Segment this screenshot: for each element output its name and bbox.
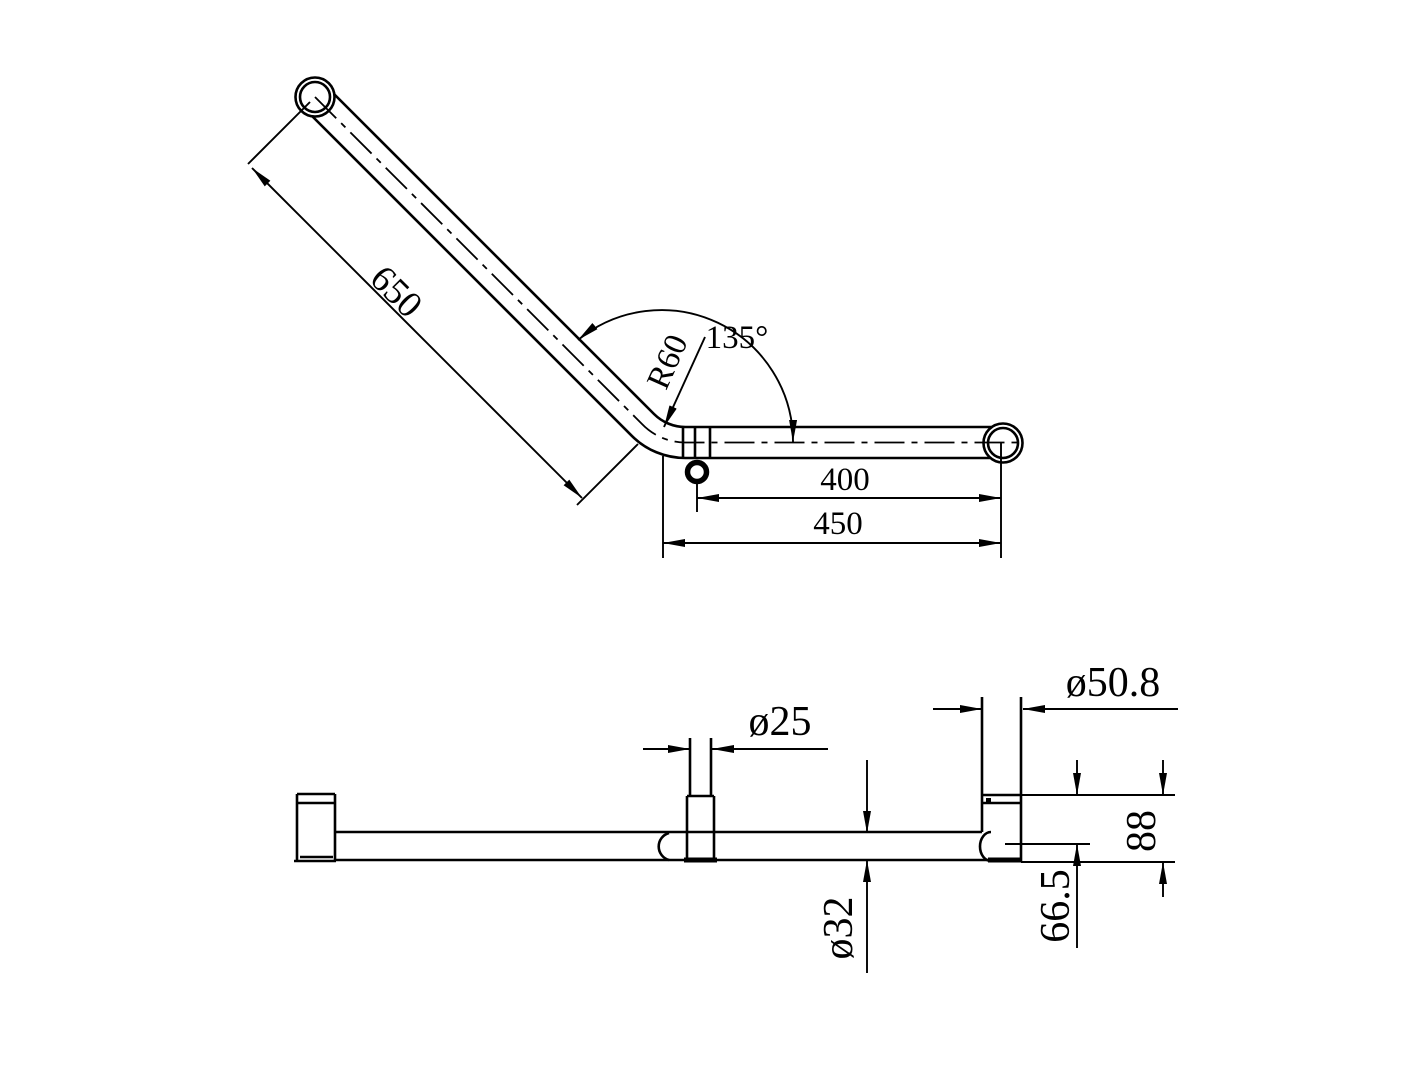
right-flange-side <box>980 697 1023 863</box>
dim-66-5: 66.5 <box>1033 760 1081 948</box>
dim-135-label: 135° <box>706 320 769 356</box>
bend-transition-arc-mid <box>657 831 670 862</box>
dim-88-label: 88 <box>1119 810 1165 852</box>
plan-view: 650 135° R60 400 450 <box>247 76 1024 558</box>
dim-d50-8: ø50.8 <box>933 660 1178 713</box>
dim-r60: R60 <box>640 330 706 428</box>
rail-tube-outline <box>311 93 992 460</box>
dim-88: 88 <box>1119 760 1167 897</box>
dim-d25-label: ø25 <box>749 699 812 745</box>
dim-450-label: 450 <box>813 506 863 542</box>
dim-d25: ø25 <box>643 699 828 753</box>
side-view: ø25 ø50.8 ø32 66.5 <box>294 660 1178 973</box>
dim-650: 650 <box>247 101 639 506</box>
flange-circle-left <box>294 76 336 118</box>
bracket-ring-plan <box>684 459 710 485</box>
flange-circle-right <box>982 422 1024 464</box>
dim-66-5-label: 66.5 <box>1033 869 1079 943</box>
dim-650-label: 650 <box>362 258 430 326</box>
dim-r60-label: R60 <box>640 330 695 395</box>
fixing-dot <box>986 798 991 803</box>
left-flange-side <box>294 792 337 863</box>
dim-400-label: 400 <box>820 462 870 498</box>
dim-d32: ø32 <box>816 760 871 973</box>
bracket-tube-side <box>684 738 717 863</box>
dim-d50-8-label: ø50.8 <box>1066 660 1161 706</box>
dim-135-angle: 135° <box>577 309 798 443</box>
bend-transition-arc-right <box>978 830 992 863</box>
rail-tube-side <box>335 830 992 863</box>
dim-400: 400 <box>696 443 1002 558</box>
dim-d32-label: ø32 <box>816 897 862 960</box>
dim-450: 450 <box>662 456 1001 558</box>
